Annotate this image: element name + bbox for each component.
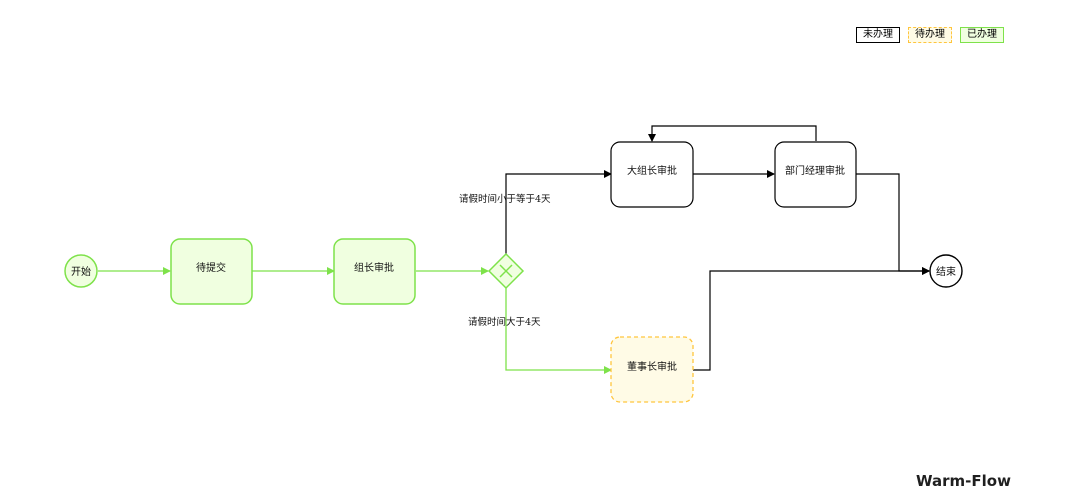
legend-pending: 待办理 bbox=[908, 27, 952, 43]
legend: 未办理 待办理 已办理 bbox=[856, 27, 1004, 43]
big-group-leader-node[interactable]: 大组长审批 bbox=[610, 141, 694, 208]
submit-node[interactable]: 待提交 bbox=[170, 238, 253, 305]
start-node-label: 开始 bbox=[71, 265, 91, 278]
edge-chairman-end bbox=[693, 267, 930, 371]
group-leader-node[interactable]: 组长审批 bbox=[333, 238, 416, 305]
dept-manager-node-label: 部门经理审批 bbox=[785, 164, 845, 177]
group-leader-node-label: 组长审批 bbox=[354, 261, 394, 274]
edge-gateway-chairman bbox=[505, 288, 612, 374]
big-group-leader-node-label: 大组长审批 bbox=[627, 164, 677, 177]
edge-dept-manager-back bbox=[648, 125, 817, 142]
legend-handled: 已办理 bbox=[960, 27, 1004, 43]
edge-gateway-big-group-leader bbox=[505, 170, 612, 254]
submit-node-label: 待提交 bbox=[196, 261, 226, 274]
edge-label-leq4: 请假时间小于等于4天 bbox=[459, 193, 551, 205]
legend-not-handled: 未办理 bbox=[856, 27, 900, 43]
chairman-node-label: 董事长审批 bbox=[627, 360, 677, 373]
exclusive-gateway[interactable] bbox=[487, 252, 525, 290]
end-node-label: 结束 bbox=[936, 265, 956, 278]
edge-label-gt4: 请假时间大于4天 bbox=[468, 316, 541, 328]
edge-dept-manager-end bbox=[856, 173, 930, 275]
start-node[interactable]: 开始 bbox=[64, 254, 98, 288]
chairman-node[interactable]: 董事长审批 bbox=[610, 336, 694, 403]
dept-manager-node[interactable]: 部门经理审批 bbox=[774, 141, 857, 208]
brand-logo-text: Warm-Flow bbox=[916, 472, 1011, 490]
end-node[interactable]: 结束 bbox=[929, 254, 963, 288]
